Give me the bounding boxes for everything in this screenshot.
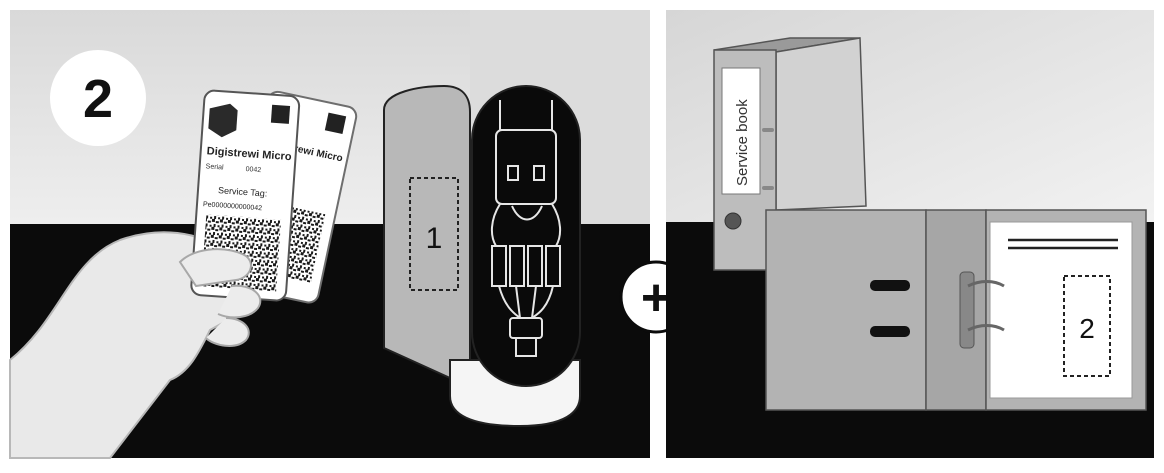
open-binder-slot-2 xyxy=(870,326,910,337)
step-badge: 2 xyxy=(50,50,146,146)
binder-ring-mark-1 xyxy=(762,128,774,132)
panel-divider xyxy=(650,0,658,468)
binder-ring-mark-2 xyxy=(762,186,774,190)
leaflet-box-label: 1 xyxy=(426,222,443,255)
open-binder: 2 xyxy=(766,210,1146,410)
card-logo-icon xyxy=(271,105,290,124)
card-serial-label: Serial xyxy=(205,163,224,171)
card-serial-value: 0042 xyxy=(245,166,261,174)
open-binder-slot-1 xyxy=(870,280,910,291)
binder-pocket-label: 2 xyxy=(1079,313,1095,344)
binder-side xyxy=(776,38,866,210)
open-binder-spine xyxy=(926,210,986,410)
step-badge-number: 2 xyxy=(83,69,113,129)
card-back-logo-icon xyxy=(325,113,346,134)
open-binder-cover xyxy=(766,210,926,410)
binder-finger-hole xyxy=(725,213,741,229)
binder-spine-label: Service book xyxy=(734,99,751,186)
